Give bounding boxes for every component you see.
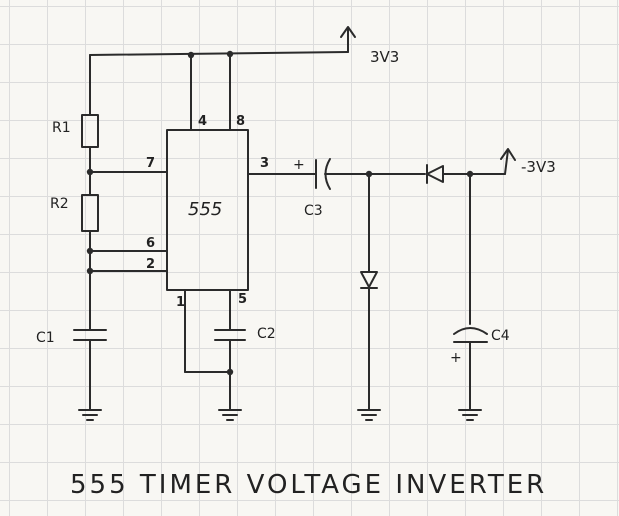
pin-2-label: 2 (146, 257, 155, 272)
pin-8-label: 8 (236, 114, 245, 129)
vout-label: -3V3 (521, 158, 556, 176)
ground-symbol (218, 409, 242, 421)
pin-5-label: 5 (238, 292, 247, 307)
capacitor-c2: C2 (214, 326, 276, 342)
vout-rail: -3V3 (500, 148, 556, 176)
c1-label: C1 (36, 330, 55, 346)
pin-6-label: 6 (146, 236, 155, 251)
c4-label: C4 (491, 328, 510, 344)
c3-plus-sign: + (293, 157, 305, 173)
pin-3-label: 3 (260, 156, 269, 171)
capacitor-c1: C1 (36, 329, 107, 346)
c2-label: C2 (257, 326, 276, 342)
vcc-label: 3V3 (370, 48, 399, 66)
c3-label: C3 (304, 203, 323, 219)
ground-symbol (357, 409, 381, 421)
diagram-title: 555 TIMER VOLTAGE INVERTER (70, 470, 547, 500)
capacitor-c3: + C3 (293, 157, 331, 219)
resistor-r1: R1 (52, 114, 99, 148)
pin-7-label: 7 (146, 156, 155, 171)
c4-plus-sign: + (450, 350, 462, 366)
ground-symbol (458, 409, 482, 421)
ic-label: 555 (188, 199, 222, 220)
capacitor-c4: C4 + (450, 327, 510, 366)
junction-dot (226, 368, 234, 376)
ground-symbol (78, 409, 102, 421)
pin-4-label: 4 (198, 114, 207, 129)
junction-dot (226, 50, 234, 58)
ic-555: 555 (166, 129, 249, 291)
resistor-r2: R2 (50, 194, 99, 232)
diode-to-ground (360, 271, 378, 289)
vcc-rail: 3V3 (89, 26, 399, 66)
r2-label: R2 (50, 196, 69, 212)
pin-1-label: 1 (176, 295, 185, 310)
r1-label: R1 (52, 120, 71, 136)
diode-series (426, 164, 444, 184)
junction-dot (187, 51, 195, 59)
